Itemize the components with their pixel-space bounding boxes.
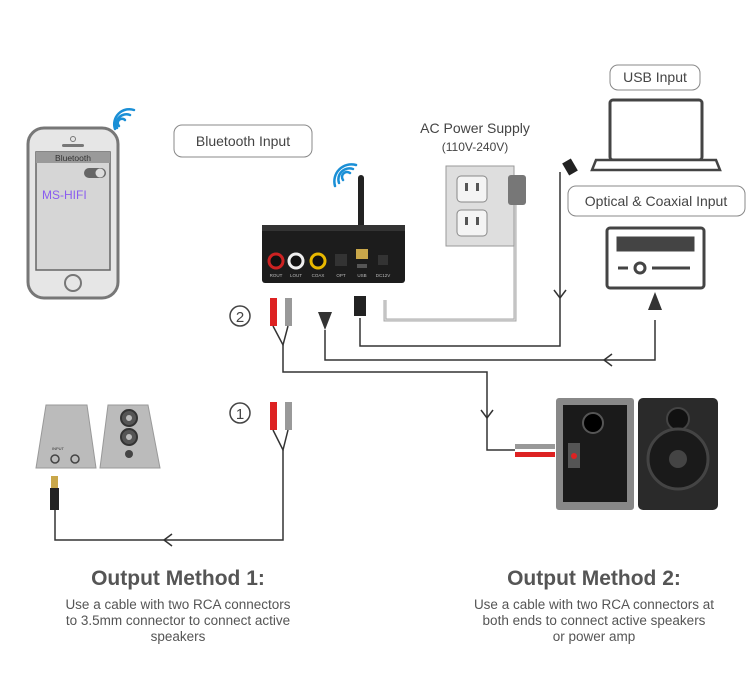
home-button <box>64 274 82 292</box>
phone-device-name: MS-HIFI <box>42 188 87 202</box>
rca-to-3p5mm-cable <box>54 450 284 541</box>
port-dc12v: DC12V <box>376 273 391 278</box>
ac-voltage-label: (110V-240V) <box>442 140 509 154</box>
cables <box>54 172 656 547</box>
arrow-down-icon <box>553 289 567 300</box>
marker-method-1: 1 <box>236 406 244 423</box>
arrow-left-icon <box>162 533 173 547</box>
port-usb: USB <box>357 273 366 278</box>
active-speakers-left: INPUT <box>35 404 161 469</box>
wifi-icon <box>333 163 358 188</box>
coaxial-plug <box>648 292 662 310</box>
usb-input-label: USB Input <box>623 69 687 85</box>
arrow-left-icon <box>602 353 613 367</box>
optical-coaxial-input-box <box>567 185 746 217</box>
3p5mm-jack-plug <box>50 476 59 510</box>
usb-plug <box>354 296 366 316</box>
wall-outlet <box>445 165 526 247</box>
output-method-2-title: Output Method 2: <box>507 567 681 590</box>
phone-screen-header: Bluetooth <box>55 153 91 163</box>
bluetooth-input-box <box>173 124 313 158</box>
cd-player-icon <box>605 226 706 290</box>
optical-cable <box>324 320 656 361</box>
output-method-1-description: Use a cable with two RCA connectors to 3… <box>65 597 291 644</box>
port-coax: COAX <box>312 273 325 278</box>
optical-plug <box>318 312 332 330</box>
rca-plugs-method1 <box>270 402 292 453</box>
usb-plug <box>562 158 578 176</box>
port-rout: ROUT <box>270 273 283 278</box>
rca-cable-method2 <box>282 345 515 451</box>
usb-input-box <box>609 64 701 91</box>
output-method-2-description: Use a cable with two RCA connectors at b… <box>473 597 715 644</box>
bluetooth-input-label: Bluetooth Input <box>196 133 290 149</box>
rca-plugs-method2 <box>270 298 292 348</box>
port-lout: LOUT <box>290 273 302 278</box>
dac-device: ROUT LOUT COAX OPT USB DC12V <box>262 175 405 283</box>
ac-power-label: AC Power Supply <box>420 120 530 136</box>
usb-cable <box>359 172 561 347</box>
arrow-down-icon <box>480 409 494 420</box>
laptop-icon <box>590 98 722 172</box>
port-opt: OPT <box>336 273 346 278</box>
speaker-input-label: INPUT <box>52 446 65 451</box>
optical-coaxial-input-label: Optical & Coaxial Input <box>585 193 728 209</box>
wifi-icon <box>113 108 136 131</box>
smartphone: Bluetooth MS-HIFI <box>26 126 120 300</box>
output-method-1-title: Output Method 1: <box>91 567 265 590</box>
marker-method-2: 2 <box>236 309 244 326</box>
active-speakers-right <box>515 398 718 510</box>
